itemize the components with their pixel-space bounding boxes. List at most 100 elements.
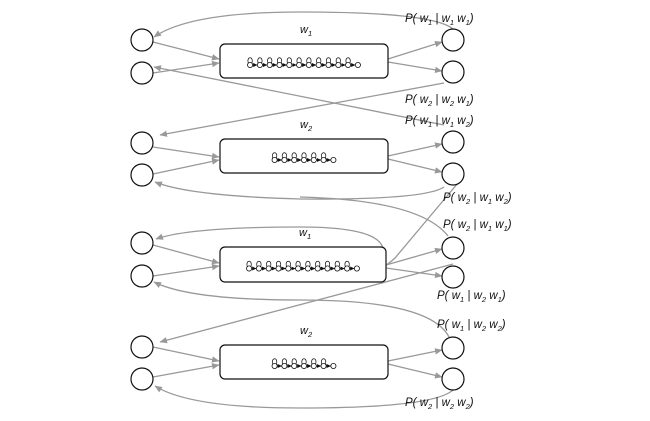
probability-label: P( w1 | w2 w1): [437, 290, 506, 304]
hmm-state: [300, 362, 307, 369]
input-node: [130, 28, 154, 52]
hmm-state: [246, 265, 253, 272]
hmm-state: [310, 156, 317, 163]
hmm-state: [255, 265, 262, 272]
hmm-state: [271, 156, 278, 163]
hmm-state: [315, 62, 322, 69]
output-node: [441, 367, 465, 391]
hmm-self-loop: [256, 260, 262, 267]
hmm-state: [295, 265, 302, 272]
output-node: [441, 130, 465, 154]
hmm-self-loop: [286, 57, 292, 64]
hmm-state: [247, 62, 254, 69]
hmm-self-loop: [275, 260, 282, 267]
hmm-self-loop: [247, 57, 253, 64]
word-label-subscript: 2: [307, 124, 313, 133]
word-label: w: [300, 325, 309, 337]
hmm-state: [314, 265, 321, 272]
hmm-self-loop: [335, 57, 341, 64]
hmm-state: [344, 265, 351, 272]
hmm-self-loop: [321, 152, 327, 159]
hmm-state: [345, 62, 352, 69]
hmm-state: [324, 265, 331, 272]
hmm-state: [266, 62, 273, 69]
hmm-state: [300, 156, 307, 163]
word-label: w: [300, 119, 309, 131]
hmm-state: [330, 156, 337, 163]
hmm-self-loop: [315, 260, 321, 267]
hmm-state: [305, 62, 312, 69]
hmm-self-loop: [281, 152, 287, 159]
hmm-state: [286, 62, 293, 69]
output-node: [441, 162, 465, 186]
hmm-self-loop: [267, 57, 273, 64]
hmm-state: [310, 362, 317, 369]
hmm-self-loop: [345, 57, 351, 64]
hmm-state: [285, 265, 292, 272]
hmm-state: [325, 62, 332, 69]
word-label: w: [300, 24, 309, 36]
hmm-self-loop: [306, 57, 312, 64]
hmm-state: [354, 62, 361, 69]
hmm-self-loop: [311, 358, 317, 365]
hmm-state: [281, 156, 288, 163]
hmm-self-loop: [291, 358, 297, 365]
hmm-state: [256, 62, 263, 69]
output-node: [441, 265, 465, 289]
hmm-self-loop: [311, 152, 317, 159]
hmm-self-loop: [272, 358, 278, 365]
probability-label: P( w1 | w2 w2): [437, 319, 506, 333]
hmm-state: [335, 62, 342, 69]
hmm-state: [330, 362, 337, 369]
input-nodes: [130, 28, 154, 391]
input-node: [130, 264, 154, 288]
hmm-self-loop: [301, 358, 307, 365]
hmm-self-loop: [281, 358, 287, 365]
hmm-self-loop: [301, 152, 307, 159]
hmm-state: [271, 362, 278, 369]
probability-labels: P( w1 | w1 w1) P( w2 | w2 w1) P( w1 | w1 w…: [405, 13, 512, 411]
hmm-self-loop: [257, 57, 263, 64]
hmm-self-loop: [305, 260, 311, 267]
word-block-box: [219, 138, 389, 174]
hmm-self-loop: [296, 57, 302, 64]
input-node: [130, 231, 154, 255]
hmm-state: [281, 362, 288, 369]
hmm-self-loop: [344, 260, 350, 267]
probability-label: P( w1 | w1 w2): [405, 115, 474, 129]
input-node: [130, 131, 154, 155]
hmm-state: [320, 156, 327, 163]
probability-label: P( w1 | w1 w1): [405, 13, 474, 27]
probability-label: P( w2 | w2 w1): [405, 94, 474, 108]
word-block-box: [219, 246, 387, 283]
transition-arrows: [152, 11, 459, 409]
hmm-self-loop: [325, 57, 332, 64]
hmm-self-loop: [321, 358, 327, 365]
hmm-self-loop: [272, 152, 278, 159]
output-nodes: [441, 28, 465, 391]
input-node: [130, 61, 154, 85]
probability-label: P( w2 | w1 w1): [443, 219, 512, 233]
word-label-subscript: 1: [307, 232, 311, 241]
input-node: [130, 335, 154, 359]
input-node: [130, 367, 154, 391]
probability-label: P( w2 | w1 w2): [443, 192, 512, 206]
hmm-state: [304, 265, 311, 272]
hmm-state: [275, 265, 282, 272]
hmm-state: [265, 265, 272, 272]
hmm-state: [334, 265, 341, 272]
output-node: [441, 28, 465, 52]
hmm-self-loop: [334, 260, 340, 267]
hmm-state: [296, 62, 303, 69]
word-block-box: [219, 344, 389, 380]
word-label-subscript: 2: [307, 330, 313, 339]
hmm-state: [291, 362, 298, 369]
word-label-subscript: 1: [308, 29, 312, 38]
hmm-state: [276, 62, 283, 69]
